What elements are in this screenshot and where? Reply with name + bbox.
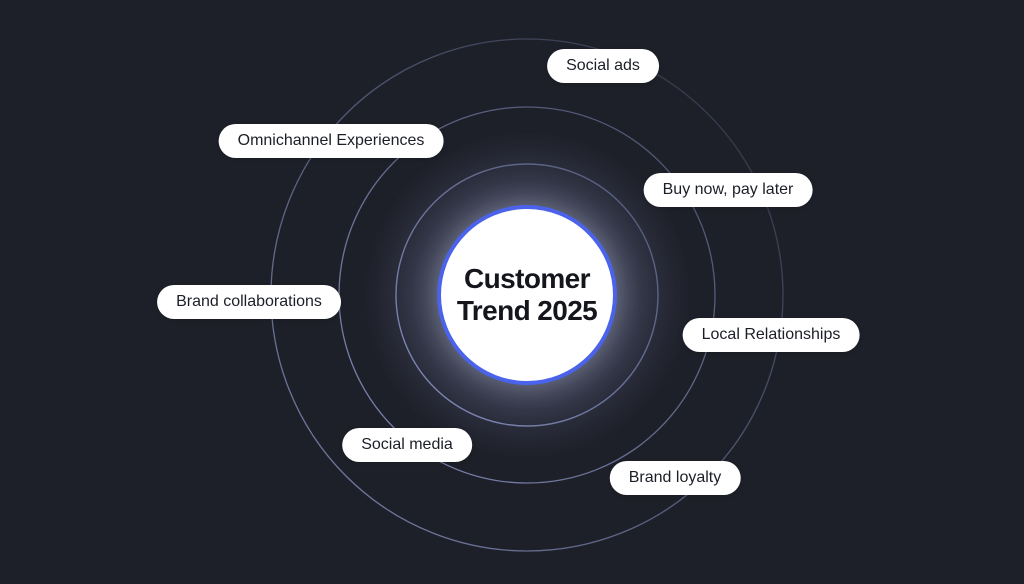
orbit-label-social-media: Social media [342, 428, 472, 462]
center-title-line2: Trend 2025 [456, 295, 598, 326]
orbit-label-local-relationships: Local Relationships [682, 318, 860, 352]
orbit-ring-inner [395, 163, 659, 427]
orbit-label-brand-collaborations: Brand collaborations [157, 285, 341, 319]
orbit-label-social-ads: Social ads [547, 49, 659, 83]
center-title-line1: Customer [464, 263, 590, 294]
orbit-label-buy-now-pay-later: Buy now, pay later [643, 173, 813, 207]
center-circle: Customer Trend 2025 [437, 205, 617, 385]
orbit-label-brand-loyalty: Brand loyalty [609, 461, 741, 495]
orbit-label-omnichannel-experiences: Omnichannel Experiences [218, 124, 444, 158]
